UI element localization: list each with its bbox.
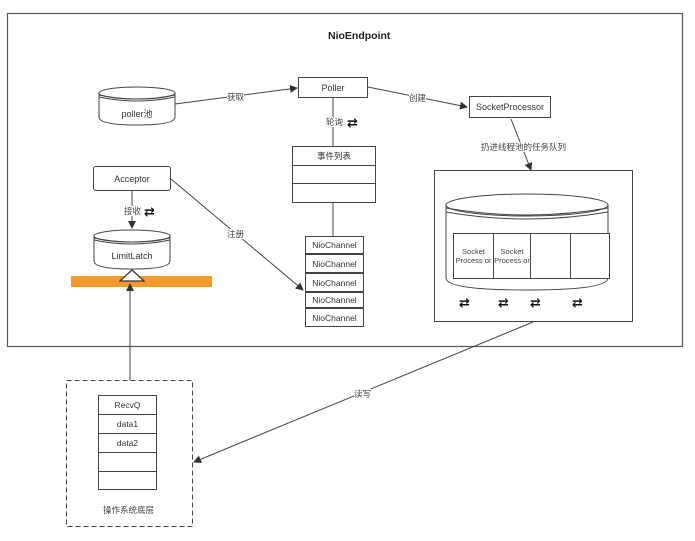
- os-layer-label: 操作系统底层: [103, 505, 155, 515]
- cycle-icon: ⇄: [347, 115, 358, 130]
- recvq-row: data2: [98, 433, 157, 453]
- edge-label-enqueue: 扔进线程池的任务队列: [481, 142, 567, 152]
- cycle-icon: ⇄: [572, 295, 583, 310]
- nio-channel: NioChannel: [305, 236, 364, 254]
- recvq-row: [98, 471, 157, 490]
- recvq-row: data1: [98, 414, 157, 434]
- nio-channel: NioChannel: [305, 254, 364, 273]
- edge-label-poll: 轮询: [326, 117, 344, 127]
- socket-processor-node: SocketProcessor: [469, 96, 551, 118]
- nio-channel: NioChannel: [305, 273, 364, 292]
- latch-triangle: [118, 269, 146, 282]
- nioendpoint-frame: [6, 12, 684, 348]
- nio-channel: NioChannel: [305, 308, 364, 327]
- cycle-icon: ⇄: [144, 204, 155, 219]
- recvq-header: RecvQ: [98, 395, 157, 415]
- queue-cell: [570, 233, 610, 279]
- edge-label-read-write: 读写: [354, 389, 372, 399]
- poller-pool-label: poller池: [121, 109, 153, 119]
- event-list-row: [292, 165, 376, 184]
- recvq-row: [98, 452, 157, 472]
- cycle-icon: ⇄: [459, 295, 470, 310]
- edge-label-acquire: 获取: [227, 92, 245, 102]
- limit-latch-cylinder: [93, 229, 171, 270]
- edge-label-accept: 接收: [124, 206, 142, 216]
- poller-pool-cylinder: [98, 86, 176, 126]
- edge-label-register: 注册: [227, 229, 245, 239]
- diagram-title: NioEndpoint: [328, 30, 391, 42]
- poller-node: Poller: [298, 77, 368, 98]
- queue-cell: Socket Process or: [453, 233, 494, 279]
- nio-channel: NioChannel: [305, 292, 364, 308]
- event-list-header: 事件列表: [292, 146, 376, 166]
- edge-label-create: 创建: [409, 93, 427, 103]
- cycle-icon: ⇄: [498, 295, 509, 310]
- queue-cell: Socket Process or: [493, 233, 531, 279]
- event-list-row: [292, 183, 376, 203]
- queue-cell: [530, 233, 571, 279]
- limit-latch-label: LimitLatch: [111, 251, 153, 261]
- cycle-icon: ⇄: [530, 295, 541, 310]
- acceptor-node: Acceptor: [93, 166, 171, 191]
